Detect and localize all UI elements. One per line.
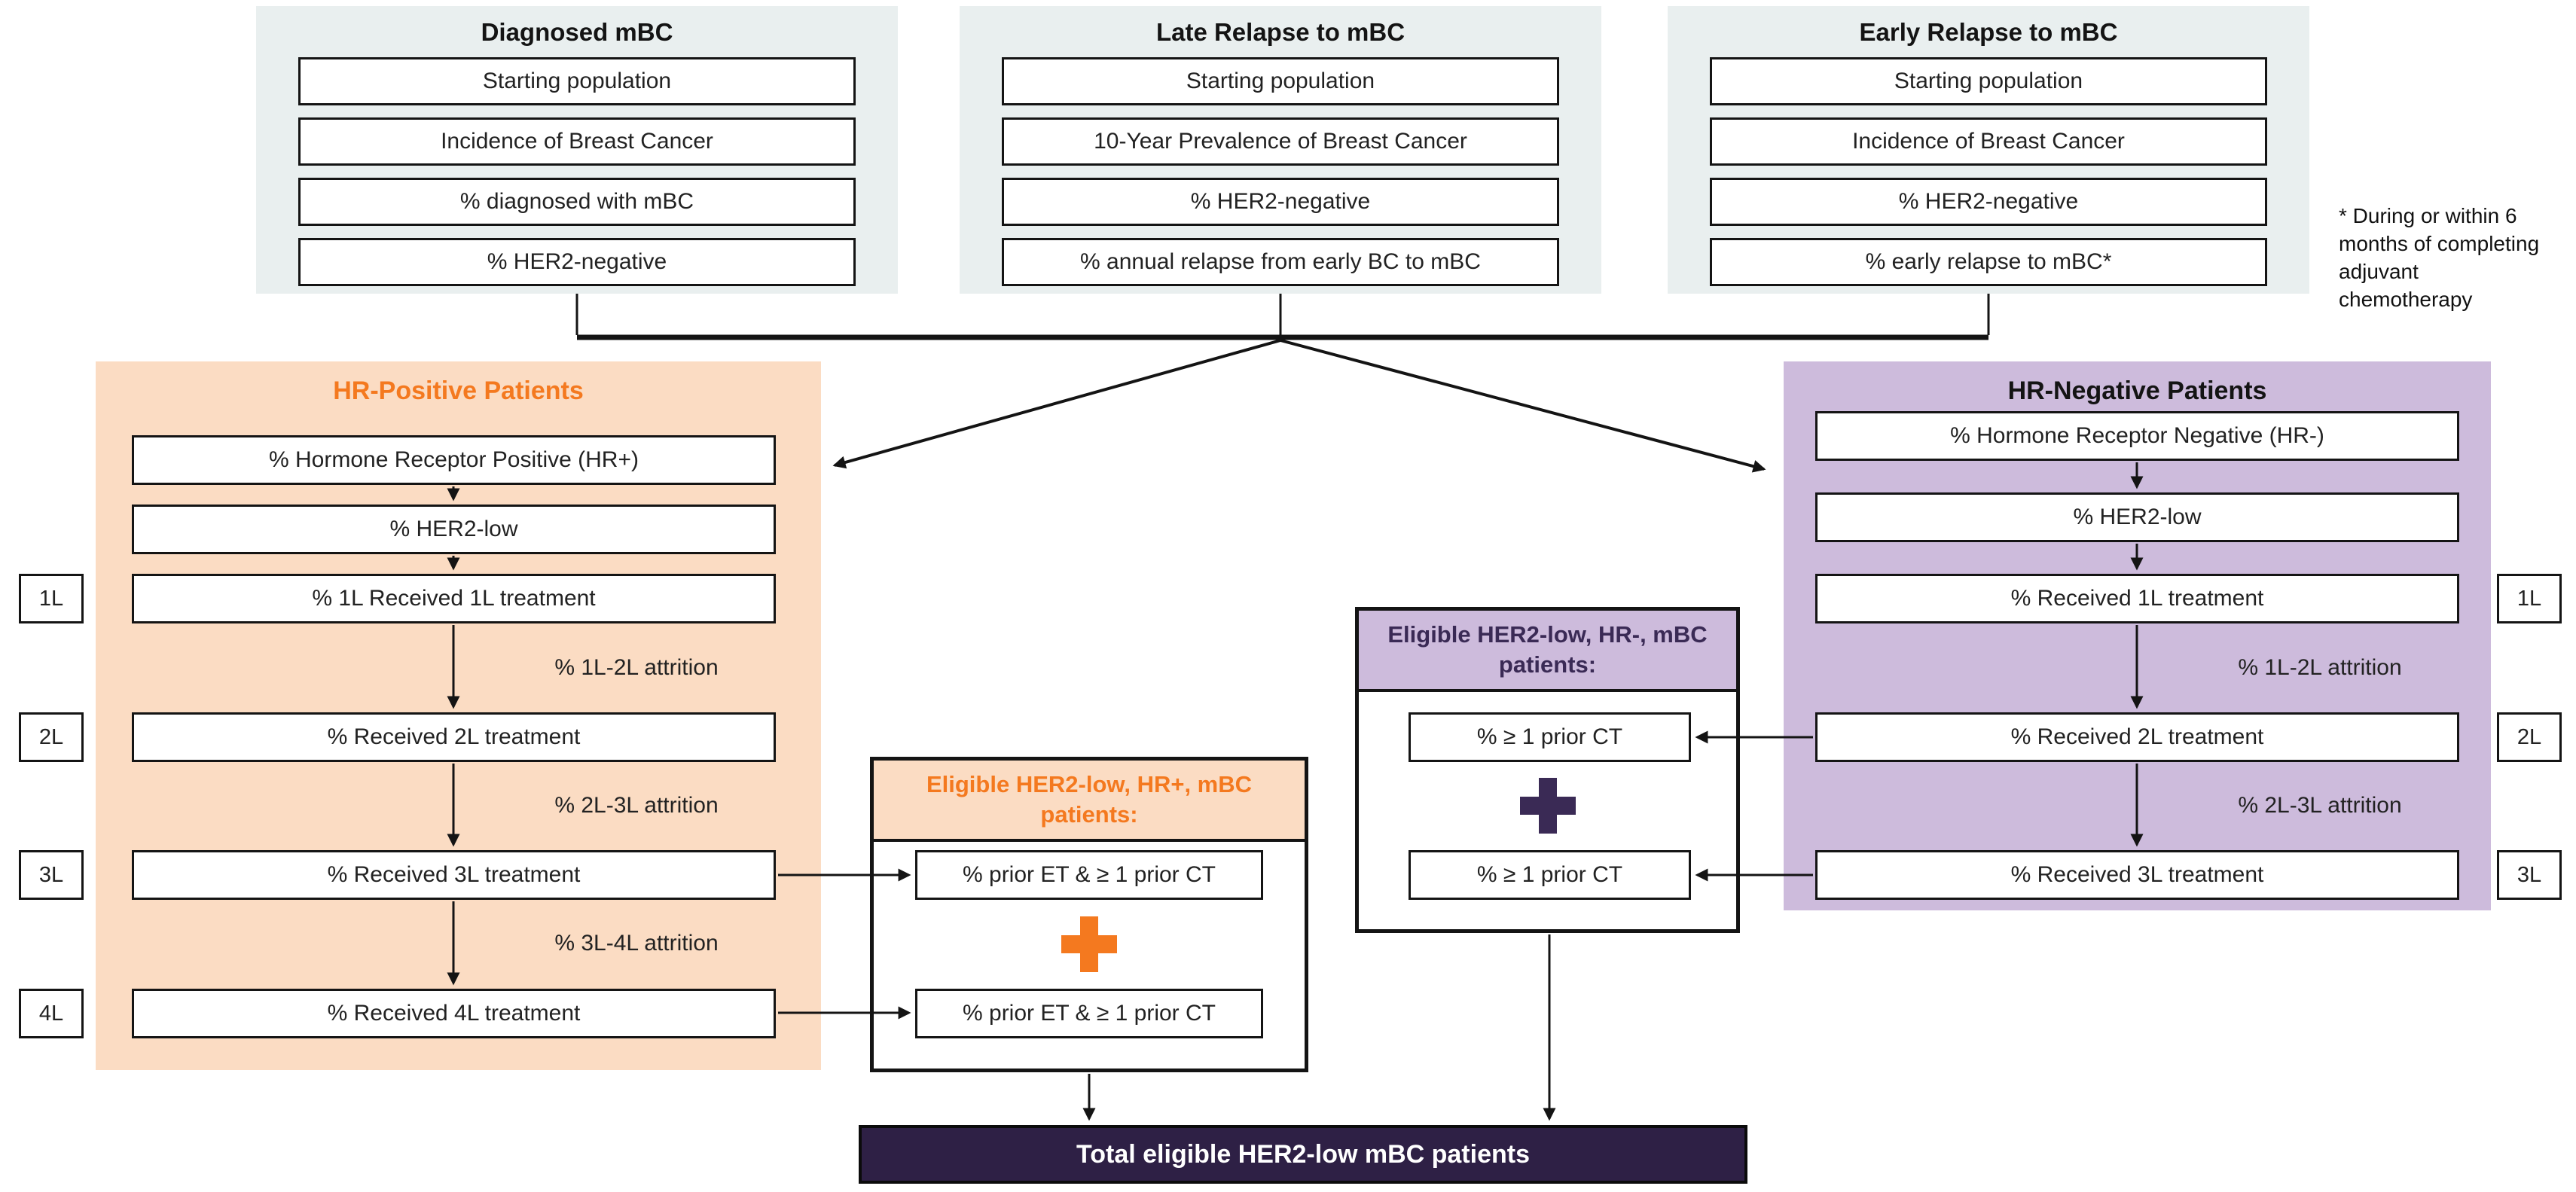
flow-box: Starting population — [1710, 57, 2267, 105]
footnote: * During or within 6 months of completin… — [2339, 202, 2568, 313]
line-label-3l: 3L — [19, 850, 84, 900]
flow-box: Starting population — [1002, 57, 1559, 105]
section-late-relapse: Late Relapse to mBC Starting population … — [960, 6, 1601, 294]
flow-box-hr-negative: % HER2-low — [1815, 492, 2459, 542]
attrition-label: % 1L-2L attrition — [554, 655, 719, 680]
total-eligible-box: Total eligible HER2-low mBC patients — [859, 1125, 1747, 1184]
arrow-to-hr-positive — [832, 339, 1281, 469]
flow-box: % diagnosed with mBC — [298, 178, 856, 226]
line-label-2l: 2L — [2497, 712, 2562, 762]
footnote-line: chemotherapy — [2339, 288, 2473, 311]
flow-box: 10-Year Prevalence of Breast Cancer — [1002, 117, 1559, 166]
flow-box-hr-positive: % Received 2L treatment — [132, 712, 776, 762]
attrition-label: % 2L-3L attrition — [554, 793, 719, 818]
flow-box: Starting population — [298, 57, 856, 105]
hr-negative-title: HR-Negative Patients — [2007, 377, 2267, 405]
flow-box: Incidence of Breast Cancer — [1710, 117, 2267, 166]
flow-box-hr-negative: % Hormone Receptor Negative (HR-) — [1815, 411, 2459, 461]
section-title: Early Relapse to mBC — [1859, 18, 2118, 46]
flow-box-hr-positive: % Received 4L treatment — [132, 989, 776, 1038]
footnote-line: adjuvant — [2339, 260, 2419, 283]
flow-box: % HER2-negative — [1002, 178, 1559, 226]
eligible-hr-negative-header: Eligible HER2-low, HR-, mBC patients: — [1359, 611, 1736, 692]
section-title: Late Relapse to mBC — [1155, 18, 1406, 46]
section-title: Diagnosed mBC — [481, 18, 673, 46]
arrow-to-hr-negative — [1280, 339, 1766, 473]
line-label-3l: 3L — [2497, 850, 2562, 900]
flow-box-hr-negative: % Received 3L treatment — [1815, 850, 2459, 900]
plus-icon — [1061, 916, 1117, 972]
flow-box: % HER2-negative — [298, 238, 856, 286]
line-label-1l: 1L — [19, 574, 84, 623]
criteria-box: % prior ET & ≥ 1 prior CT — [915, 989, 1263, 1038]
line-label-1l: 1L — [2497, 574, 2562, 623]
eligible-hr-positive-header: Eligible HER2-low, HR+, mBC patients: — [874, 761, 1305, 842]
eligible-hr-positive-box: Eligible HER2-low, HR+, mBC patients: % … — [870, 757, 1308, 1072]
hr-positive-title: HR-Positive Patients — [333, 377, 584, 405]
attrition-label: % 3L-4L attrition — [554, 931, 719, 956]
flow-box: % HER2-negative — [1710, 178, 2267, 226]
attrition-label: % 1L-2L attrition — [2238, 655, 2402, 680]
flow-box: Incidence of Breast Cancer — [298, 117, 856, 166]
line-label-2l: 2L — [19, 712, 84, 762]
section-early-relapse: Early Relapse to mBC Starting population… — [1668, 6, 2309, 294]
flow-box-hr-positive: % Hormone Receptor Positive (HR+) — [132, 435, 776, 485]
flow-box: % annual relapse from early BC to mBC — [1002, 238, 1559, 286]
flow-box-hr-negative: % Received 2L treatment — [1815, 712, 2459, 762]
eligible-hr-negative-box: Eligible HER2-low, HR-, mBC patients: % … — [1355, 607, 1740, 933]
flow-box-hr-positive: % 1L Received 1L treatment — [132, 574, 776, 623]
flow-box-hr-negative: % Received 1L treatment — [1815, 574, 2459, 623]
attrition-label: % 2L-3L attrition — [2238, 793, 2402, 818]
flow-box: % early relapse to mBC* — [1710, 238, 2267, 286]
footnote-line: * During or within 6 — [2339, 204, 2517, 227]
flow-box-hr-positive: % HER2-low — [132, 505, 776, 554]
footnote-line: months of completing — [2339, 232, 2540, 255]
plus-icon — [1519, 778, 1576, 834]
section-diagnosed-mbc: Diagnosed mBC Starting population Incide… — [256, 6, 898, 294]
criteria-box: % ≥ 1 prior CT — [1409, 712, 1691, 762]
criteria-box: % ≥ 1 prior CT — [1409, 850, 1691, 900]
criteria-box: % prior ET & ≥ 1 prior CT — [915, 850, 1263, 900]
line-label-4l: 4L — [19, 989, 84, 1038]
flow-box-hr-positive: % Received 3L treatment — [132, 850, 776, 900]
